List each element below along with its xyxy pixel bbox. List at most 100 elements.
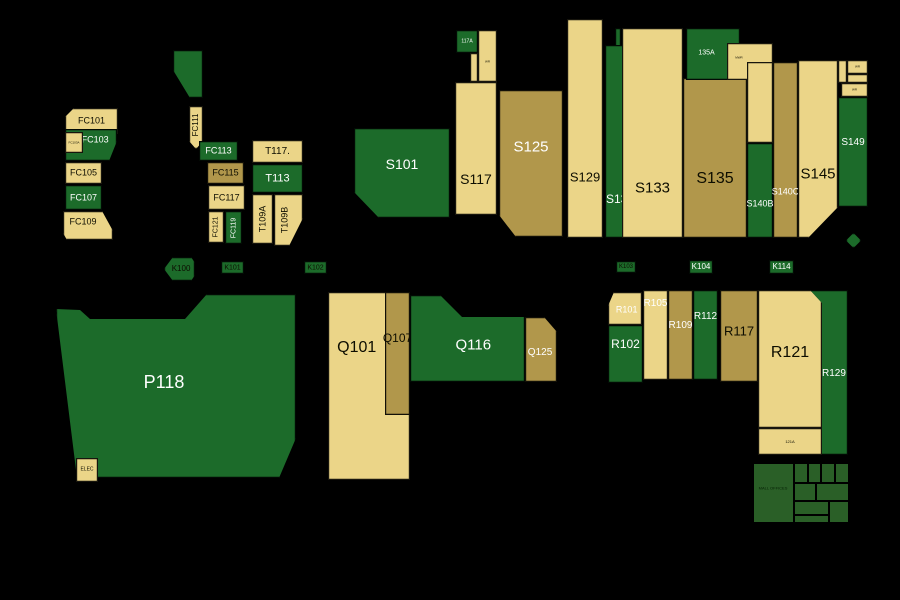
unit-label-fc105: FC105 [69,167,98,178]
unit-s140c[interactable]: S140C [772,62,799,238]
unit-label-p118: P118 [143,372,185,393]
unit-fc105[interactable]: FC105 [65,162,102,184]
unit-k104[interactable]: K104 [689,260,713,274]
unit-label-q107: Q107 [382,330,413,345]
unit-fc111[interactable]: FC111 [189,106,203,149]
unit-fc107[interactable]: FC107 [65,185,102,210]
unit-k101[interactable]: K101 [221,261,244,274]
office-wall [793,500,850,502]
unit-q101[interactable]: Q101 [328,292,410,480]
unit-k102[interactable]: K102 [304,261,327,274]
unit-label-fc119: FC119 [230,217,237,238]
unit-k103[interactable]: K103 [616,261,636,273]
unit-label-s140b: S140B [746,198,774,209]
unit-fc109[interactable]: FC109 [63,211,113,240]
unit-label-t113: T113 [265,172,290,184]
office-wall [807,462,809,482]
unit-svc3 [847,74,868,83]
unit-label-fc101: FC101 [77,115,106,126]
unit-label-r121: R121 [770,344,810,362]
unit-label-q125: Q125 [527,346,553,358]
unit-wr117b [470,53,478,82]
unit-t117[interactable]: T117. [252,140,303,163]
unit-fc113[interactable]: FC113 [199,141,238,161]
unit-fc115[interactable]: FC115 [207,162,244,184]
unit-121a[interactable]: 121A [758,428,822,455]
unit-s133[interactable]: S133 [622,28,683,238]
unit-label-k114: K114 [772,262,791,271]
office-wall [815,484,817,500]
office-wall [834,462,836,482]
unit-s140b[interactable]: S140B [746,143,774,238]
office-wall [793,514,828,516]
unit-k114[interactable]: K114 [769,260,794,274]
unit-label-t109a: T109A [257,205,267,233]
unit-label-fc117: FC117 [213,192,240,202]
unit-diamond [846,233,861,248]
unit-wedge [173,50,203,98]
unit-r102[interactable]: R102 [608,325,643,383]
unit-label-r117: R117 [723,323,755,339]
unit-s117[interactable]: S117 [455,82,497,215]
unit-label-svc4: WR [852,87,857,92]
unit-q107[interactable]: Q107 [382,292,413,415]
unit-label-r101: R101 [615,304,638,315]
unit-label-fc103: FC103 [81,134,109,145]
unit-label-r105: R105 [643,297,668,309]
unit-label-s101: S101 [385,156,419,172]
unit-label-s145: S145 [800,165,836,183]
unit-label-fc109: FC109 [69,216,97,227]
unit-r105[interactable]: R105 [643,290,668,380]
unit-117a[interactable]: 117A [456,30,478,53]
unit-label-fc121: FC121 [212,216,220,238]
unit-label-r109: R109 [668,320,693,331]
unit-s129[interactable]: S129 [567,19,603,238]
office-wall [793,462,795,524]
unit-fc103a[interactable]: FC103A [65,132,83,153]
unit-r121[interactable]: R121 [758,290,822,428]
unit-fc119[interactable]: FC119 [225,211,242,244]
unit-s101[interactable]: S101 [354,128,450,218]
unit-q125[interactable]: Q125 [525,317,557,382]
unit-fc117[interactable]: FC117 [208,185,245,210]
unit-label-k100: K100 [171,264,191,273]
office-wall [793,482,850,484]
unit-q116[interactable]: Q116 [410,295,525,382]
unit-label-fc111: FC111 [191,113,200,137]
unit-r101[interactable]: R101 [608,292,642,325]
unit-fc121[interactable]: FC121 [208,211,224,243]
unit-label-fc115: FC115 [212,167,239,178]
unit-label-wr135: MWR [735,55,743,60]
unit-label-wr117: WR [485,59,490,64]
unit-label-t109b: T109B [279,206,290,234]
unit-t109b[interactable]: T109B [274,194,303,246]
unit-s135[interactable]: S135 [683,78,747,238]
unit-s130-finger [615,28,621,50]
unit-wr117: WR [478,30,497,82]
unit-k100[interactable]: K100 [164,257,195,281]
unit-label-fc113: FC113 [205,145,232,156]
unit-label-s125: S125 [513,138,549,156]
unit-label-k103: K103 [618,264,634,270]
unit-s149[interactable]: S149 [838,97,868,207]
unit-p118[interactable]: P118 [56,294,296,478]
unit-svc4: WR [841,83,868,97]
unit-label-r129: R129 [821,368,846,380]
unit-r112[interactable]: R112 [693,290,718,380]
mall-offices-label: MALL OFFICES [758,485,788,491]
unit-label-t117: T117. [265,145,290,157]
unit-label-svc2: WR [855,64,860,69]
unit-label-s117: S117 [460,171,492,188]
unit-label-fc103a: FC103A [68,140,80,144]
unit-label-q116: Q116 [455,336,492,354]
unit-s125[interactable]: S125 [499,90,563,237]
unit-s145[interactable]: S145 [798,60,838,238]
unit-label-121a: 121A [785,438,795,444]
unit-t109a[interactable]: T109A [252,194,273,244]
unit-r109[interactable]: R109 [668,290,693,380]
unit-t113[interactable]: T113 [252,164,303,193]
unit-svc1 [838,60,847,83]
unit-label-k102: K102 [307,264,324,271]
unit-r117[interactable]: R117 [720,290,758,382]
unit-label-135a: 135A [698,49,715,57]
